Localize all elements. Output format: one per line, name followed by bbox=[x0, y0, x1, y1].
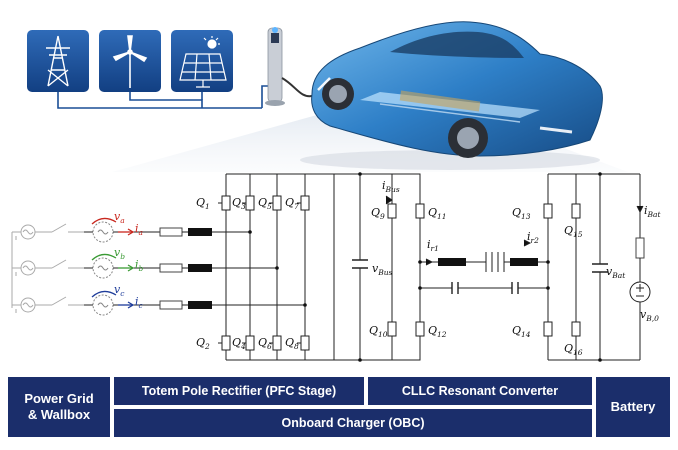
label-q1: Q1 bbox=[196, 196, 210, 211]
pfc-stage-label: Totem Pole Rectifier (PFC Stage) bbox=[141, 384, 337, 398]
label-q9: Q9 bbox=[371, 206, 385, 221]
switch-q11 bbox=[415, 203, 425, 219]
switch-q1 bbox=[218, 195, 231, 211]
label-q15: Q15 bbox=[564, 224, 583, 239]
label-ia: ia bbox=[135, 222, 143, 237]
label-q13: Q13 bbox=[512, 206, 531, 221]
transmission-tower-icon bbox=[46, 35, 70, 87]
switch-labels: Q1 Q2 Q3 Q4 Q5 Q6 Q7 Q8 Q9 Q10 Q11 Q12 Q… bbox=[196, 196, 583, 357]
switch-q7 bbox=[297, 195, 310, 211]
power-grid-line2: & Wallbox bbox=[27, 407, 91, 422]
label-q10: Q10 bbox=[369, 324, 388, 339]
ac-sources bbox=[11, 223, 84, 313]
label-q16: Q16 bbox=[564, 342, 583, 357]
switch-q10 bbox=[387, 321, 397, 337]
obc-box: Onboard Charger (OBC) bbox=[114, 409, 592, 437]
switch-q2 bbox=[218, 335, 231, 351]
label-vc: vc bbox=[114, 283, 125, 298]
label-vbus: vBus bbox=[372, 262, 393, 277]
switch-symbols bbox=[218, 195, 581, 351]
label-ibat: iBat bbox=[644, 204, 662, 219]
switch-q4 bbox=[242, 335, 255, 351]
label-q7: Q7 bbox=[285, 196, 299, 211]
pfc-stage-box: Totem Pole Rectifier (PFC Stage) bbox=[114, 377, 364, 405]
label-ir2: ir2 bbox=[527, 230, 539, 245]
switch-q5 bbox=[269, 195, 282, 211]
bus-labels: iBus vBus ir1 ir2 iBat vBat vB,0 bbox=[372, 179, 662, 323]
label-q4: Q4 bbox=[232, 336, 246, 351]
switch-q8 bbox=[297, 335, 310, 351]
solar-panel-icon bbox=[179, 36, 227, 88]
switch-q12 bbox=[415, 321, 425, 337]
power-grid-line1: Power Grid bbox=[24, 391, 94, 406]
switch-q15 bbox=[571, 203, 581, 219]
junction-nodes bbox=[248, 172, 602, 362]
label-q5: Q5 bbox=[258, 196, 272, 211]
phase-labels: va vb vc ia ib ic bbox=[114, 210, 144, 310]
label-q14: Q14 bbox=[512, 324, 531, 339]
label-q2: Q2 bbox=[196, 336, 210, 351]
circuit-schematic bbox=[11, 173, 651, 361]
battery-label: Battery bbox=[610, 399, 656, 414]
switch-q9 bbox=[387, 203, 397, 219]
label-q3: Q3 bbox=[232, 196, 246, 211]
label-ibus: iBus bbox=[382, 179, 400, 194]
label-q12: Q12 bbox=[428, 324, 447, 339]
label-vb: vb bbox=[114, 246, 125, 261]
label-vbat: vBat bbox=[606, 265, 626, 280]
switch-q3 bbox=[242, 195, 255, 211]
label-q6: Q6 bbox=[258, 336, 272, 351]
power-grid-wallbox-box: Power Grid & Wallbox bbox=[8, 377, 110, 437]
battery-box: Battery bbox=[596, 377, 670, 437]
label-q8: Q8 bbox=[285, 336, 299, 351]
label-ib: ib bbox=[135, 258, 144, 273]
label-q11: Q11 bbox=[428, 206, 447, 221]
cllc-converter-label: CLLC Resonant Converter bbox=[401, 384, 559, 398]
wallbox-charger bbox=[265, 27, 313, 106]
switch-q16 bbox=[571, 321, 581, 337]
grid-tile bbox=[27, 30, 89, 92]
switch-q6 bbox=[269, 335, 282, 351]
electric-car bbox=[300, 21, 603, 170]
obc-label: Onboard Charger (OBC) bbox=[281, 416, 425, 430]
cllc-converter-box: CLLC Resonant Converter bbox=[368, 377, 592, 405]
label-ir1: ir1 bbox=[427, 238, 439, 253]
wind-turbine-icon bbox=[112, 35, 148, 88]
source-wiring bbox=[57, 85, 270, 109]
switch-q14 bbox=[543, 321, 553, 337]
label-vb0: vB,0 bbox=[640, 308, 659, 323]
label-ic: ic bbox=[135, 295, 144, 310]
switch-q13 bbox=[543, 203, 553, 219]
wind-tile bbox=[99, 30, 161, 92]
label-va: va bbox=[114, 210, 125, 225]
solar-tile bbox=[171, 30, 233, 92]
